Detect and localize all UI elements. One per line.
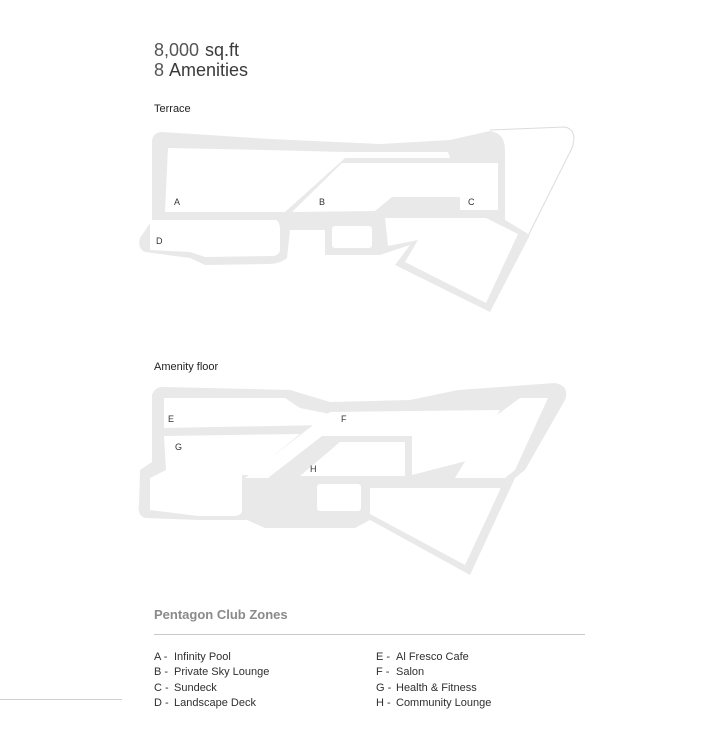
- terrace-zone-b-area: [292, 163, 498, 212]
- amenity-east-wing: [455, 398, 548, 478]
- zone-label-d: D: [156, 236, 163, 246]
- legend-key: E -: [376, 651, 391, 663]
- terrace-zone-a-area: [165, 148, 450, 212]
- legend-name: Sundeck: [174, 681, 217, 694]
- legend-name: Health & Fitness: [396, 681, 477, 694]
- zone-label-f: F: [341, 414, 347, 424]
- legend-divider: [154, 634, 585, 635]
- amenity-zone-f-area: [245, 410, 500, 478]
- legend-key: C -: [154, 681, 169, 694]
- legend-item: G - Health & Fitness: [376, 681, 491, 696]
- legend-item: B - Private Sky Lounge: [154, 665, 269, 680]
- amenity-south-deck: [370, 488, 500, 565]
- terrace-zone-d-area: [150, 220, 280, 257]
- legend-name: Salon: [396, 666, 425, 679]
- legend-right-column: E - Al Fresco Cafe F - Salon G - Health & F…: [376, 650, 491, 711]
- legend-item: C - Sundeck: [154, 681, 269, 696]
- legend-key: B -: [154, 666, 169, 679]
- zone-label-a: A: [174, 197, 180, 207]
- floor-plans: A B C D E F G H: [138, 126, 575, 575]
- legend-item: H - Community Lounge: [376, 696, 491, 711]
- terrace-sundeck-area: [385, 218, 518, 303]
- amenities-count: 8: [154, 60, 165, 80]
- terrace-outline-arc: [489, 126, 575, 237]
- legend-key: A -: [154, 651, 168, 663]
- legend-name: Landscape Deck: [174, 696, 256, 709]
- legend-left-column: A - Infinity Pool B - Private Sky Lounge C…: [154, 650, 269, 711]
- amenities-label: Amenities: [169, 60, 249, 80]
- amenity-plan: E F G H: [138, 383, 567, 575]
- legend-title: Pentagon Club Zones: [154, 607, 288, 622]
- side-divider: [0, 699, 122, 700]
- amenity-zone-g-area: [150, 434, 300, 516]
- zone-label-c: C: [468, 197, 475, 207]
- terrace-plan: A B C D: [139, 126, 575, 312]
- amenity-zone-h-area: [300, 442, 405, 476]
- legend-key: H -: [376, 696, 391, 709]
- legend-item: D - Landscape Deck: [154, 696, 269, 711]
- legend-item: E - Al Fresco Cafe: [376, 650, 491, 665]
- terrace-floor-label: Terrace: [154, 103, 191, 115]
- legend-key: F -: [376, 666, 390, 679]
- zone-label-h: H: [310, 464, 317, 474]
- zone-label-e: E: [168, 414, 174, 424]
- area-unit: sq.ft: [205, 40, 240, 60]
- legend-key: D -: [154, 696, 169, 709]
- terrace-core: [332, 226, 372, 248]
- amenity-core: [317, 484, 361, 511]
- legend-name: Community Lounge: [396, 696, 492, 709]
- legend-item: A - Infinity Pool: [154, 650, 269, 665]
- legend-name: Private Sky Lounge: [174, 666, 270, 679]
- legend-name: Al Fresco Cafe: [396, 651, 469, 663]
- amenity-floor-label: Amenity floor: [154, 361, 219, 373]
- area-value: 8,000: [154, 40, 200, 60]
- amenity-zone-e-area: [164, 398, 330, 428]
- zone-label-b: B: [319, 197, 325, 207]
- legend-name: Infinity Pool: [174, 651, 231, 663]
- legend-item: F - Salon: [376, 665, 491, 680]
- zone-label-g: G: [175, 442, 182, 452]
- legend-key: G -: [376, 681, 392, 694]
